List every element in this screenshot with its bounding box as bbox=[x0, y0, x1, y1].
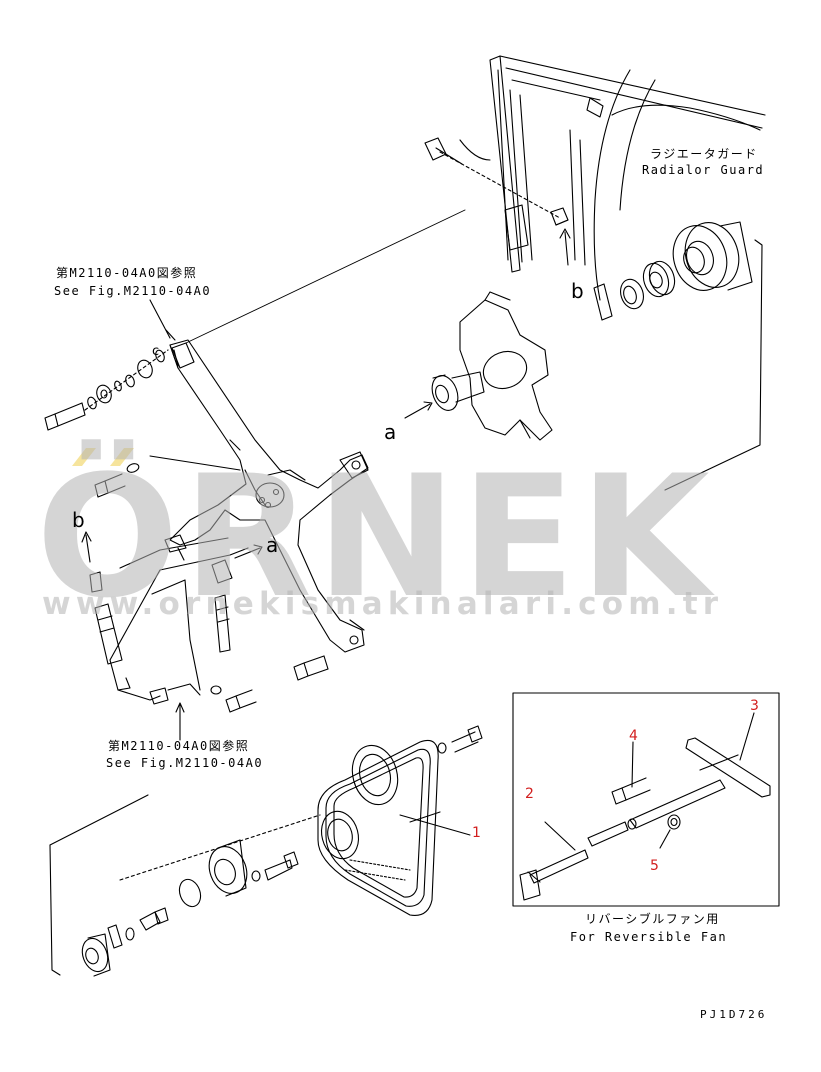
see-fig-bottom-label-en: See Fig.M2110-04A0 bbox=[106, 756, 264, 770]
bolt-lower-bracket bbox=[293, 655, 329, 681]
reversible-fan-inset bbox=[512, 692, 780, 907]
v-belt-assembly bbox=[317, 739, 471, 916]
see-fig-bottom-label-jp: 第M2110-04A0図参照 bbox=[108, 739, 250, 753]
watermark-brand: ÖRNEK bbox=[36, 439, 714, 635]
watermark-umlaut-ticks bbox=[72, 448, 134, 466]
leader-lines bbox=[149, 239, 763, 491]
fan-support-bracket bbox=[169, 209, 466, 653]
bolt-washer-set-upper bbox=[44, 349, 169, 431]
hose-fitting-center bbox=[151, 559, 257, 713]
part-number-5: 5 bbox=[650, 858, 659, 874]
reversible-fan-label-jp: リバーシブルファン用 bbox=[585, 912, 720, 926]
radiator-guard-label-en: Radialor Guard bbox=[642, 163, 765, 177]
radiator-guard bbox=[459, 55, 766, 301]
fan-hub-assembly bbox=[424, 137, 753, 321]
fan-spider bbox=[431, 371, 485, 411]
see-fig-top-label-en: See Fig.M2110-04A0 bbox=[54, 284, 212, 298]
bearing-lower-left bbox=[49, 794, 169, 977]
bolt-belt bbox=[437, 725, 483, 754]
reference-letter-b-upper: b bbox=[571, 279, 584, 303]
reference-letter-b-left: b bbox=[72, 508, 85, 532]
reversible-fan-label-en: For Reversible Fan bbox=[570, 930, 728, 944]
part-number-3: 3 bbox=[750, 698, 759, 714]
part-number-1: 1 bbox=[472, 825, 481, 841]
part-number-4: 4 bbox=[629, 728, 638, 744]
hose-fitting-left bbox=[89, 455, 249, 705]
fan-blade bbox=[459, 291, 553, 441]
radiator-guard-label-jp: ラジエータガード bbox=[650, 147, 758, 161]
pulley-flange bbox=[119, 814, 321, 908]
watermark-url: www.ornekismakinalari.com.tr bbox=[42, 586, 724, 622]
reference-arrows bbox=[81, 228, 571, 741]
reference-letter-a-upper: a bbox=[384, 420, 397, 444]
reference-letter-c: c bbox=[152, 344, 160, 359]
reference-letter-a-lower: a bbox=[266, 533, 279, 557]
drawing-code: PJ1D726 bbox=[700, 1008, 768, 1021]
part-number-2: 2 bbox=[525, 786, 534, 802]
see-fig-top-label-jp: 第M2110-04A0図参照 bbox=[56, 266, 198, 280]
